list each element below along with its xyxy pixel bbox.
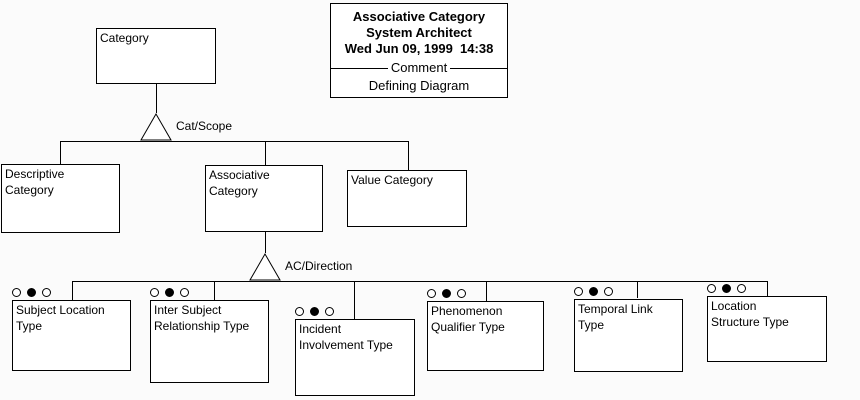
node-location-structure-type[interactable]: Location Structure Type xyxy=(707,296,827,362)
circle-open-icon xyxy=(42,288,51,297)
divider-line xyxy=(450,67,508,69)
circle-open-icon xyxy=(707,284,716,293)
indicator-dots xyxy=(427,289,466,298)
ac-direction-label[interactable]: AC/Direction xyxy=(285,259,353,273)
circle-open-icon xyxy=(427,289,436,298)
circle-open-icon xyxy=(457,289,466,298)
circle-open-icon xyxy=(12,288,21,297)
node-phenomenon-qualifier-type[interactable]: Phenomenon Qualifier Type xyxy=(427,301,544,371)
connector-to-descriptive xyxy=(60,141,61,164)
connector-to-phenomenon xyxy=(486,281,487,303)
indicator-dots xyxy=(150,288,189,297)
diagram-info-box: Associative Category System Architect We… xyxy=(330,3,508,98)
node-inter-subject-relationship-type[interactable]: Inter Subject Relationship Type xyxy=(150,300,269,383)
connector-root-to-triangle xyxy=(156,84,157,113)
cat-scope-label[interactable]: Cat/Scope xyxy=(176,119,233,133)
comment-divider-label: Comment xyxy=(390,60,448,75)
circle-filled-icon xyxy=(27,288,36,297)
connector-to-associative xyxy=(265,141,266,165)
circle-open-icon xyxy=(295,307,304,316)
info-timestamp: Wed Jun 09, 1999 14:38 xyxy=(344,41,494,56)
connector-catscope-bus xyxy=(60,141,409,142)
node-incident-involvement-type[interactable]: Incident Involvement Type xyxy=(295,319,415,396)
comment-divider: Comment xyxy=(331,60,508,76)
connector-acdirection-bus xyxy=(72,281,768,282)
node-value-category[interactable]: Value Category xyxy=(347,170,467,227)
info-diagram-name: Associative Category xyxy=(352,9,486,24)
circle-filled-icon xyxy=(310,307,319,316)
indicator-dots xyxy=(574,287,613,296)
indicator-dots xyxy=(707,284,746,293)
circle-open-icon xyxy=(574,287,583,296)
node-temporal-link-type[interactable]: Temporal Link Type xyxy=(574,299,683,372)
connector-to-inter-subject xyxy=(214,281,215,300)
circle-filled-icon xyxy=(589,287,598,296)
divider-line xyxy=(331,67,388,69)
circle-filled-icon xyxy=(165,288,174,297)
connector-to-incident xyxy=(354,281,355,319)
connector-to-location-structure xyxy=(767,281,768,296)
connector-to-subject-location xyxy=(72,281,73,300)
ac-direction-triangle-icon[interactable] xyxy=(249,253,281,281)
circle-open-icon xyxy=(325,307,334,316)
connector-associative-to-triangle xyxy=(265,232,266,253)
info-tool-name: System Architect xyxy=(366,25,472,40)
connector-to-temporal xyxy=(637,281,638,298)
circle-filled-icon xyxy=(722,284,731,293)
indicator-dots xyxy=(12,288,51,297)
circle-filled-icon xyxy=(442,289,451,298)
node-subject-location-type[interactable]: Subject Location Type xyxy=(12,300,131,371)
circle-open-icon xyxy=(180,288,189,297)
node-associative-category[interactable]: Associative Category xyxy=(205,165,323,232)
cat-scope-triangle-icon[interactable] xyxy=(140,113,172,141)
info-comment: Defining Diagram xyxy=(368,78,470,93)
connector-to-value xyxy=(408,141,409,170)
circle-open-icon xyxy=(604,287,613,296)
indicator-dots xyxy=(295,307,334,316)
circle-open-icon xyxy=(737,284,746,293)
node-category[interactable]: Category xyxy=(96,28,216,84)
circle-open-icon xyxy=(150,288,159,297)
node-descriptive-category[interactable]: Descriptive Category xyxy=(1,164,120,233)
